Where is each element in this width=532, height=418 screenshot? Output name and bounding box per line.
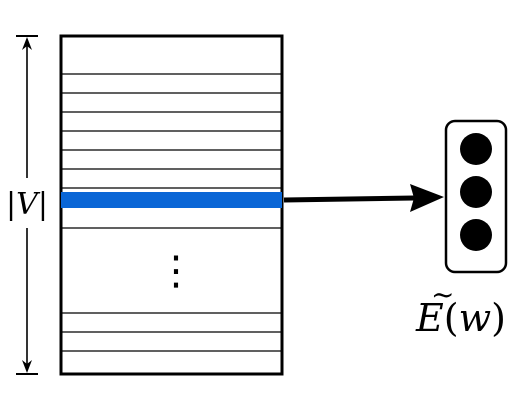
selected-row <box>61 192 282 208</box>
vector-element-dot <box>460 133 492 165</box>
lookup-arrow-shaft <box>283 195 415 203</box>
vector-element-dot <box>460 176 492 208</box>
vector-label-text: E(w) <box>415 296 506 340</box>
vector-elements <box>460 133 492 251</box>
dimension-arrowhead-up <box>22 37 32 50</box>
vector-element-dot <box>460 219 492 251</box>
vocab-size-label: |V| <box>6 187 48 222</box>
embedding-vector <box>444 119 508 274</box>
embedding-vector-label: E(w) ~ <box>415 278 506 340</box>
embedding-matrix: ⋮ <box>59 34 284 376</box>
lookup-arrowhead <box>410 184 444 212</box>
vector-label-tilde: ~ <box>431 278 454 311</box>
lookup-arrow <box>283 184 444 212</box>
dimension-arrowhead-down <box>22 360 32 373</box>
matrix-ellipsis: ⋮ <box>156 248 196 294</box>
vocab-size-dimension: |V| <box>6 35 48 375</box>
